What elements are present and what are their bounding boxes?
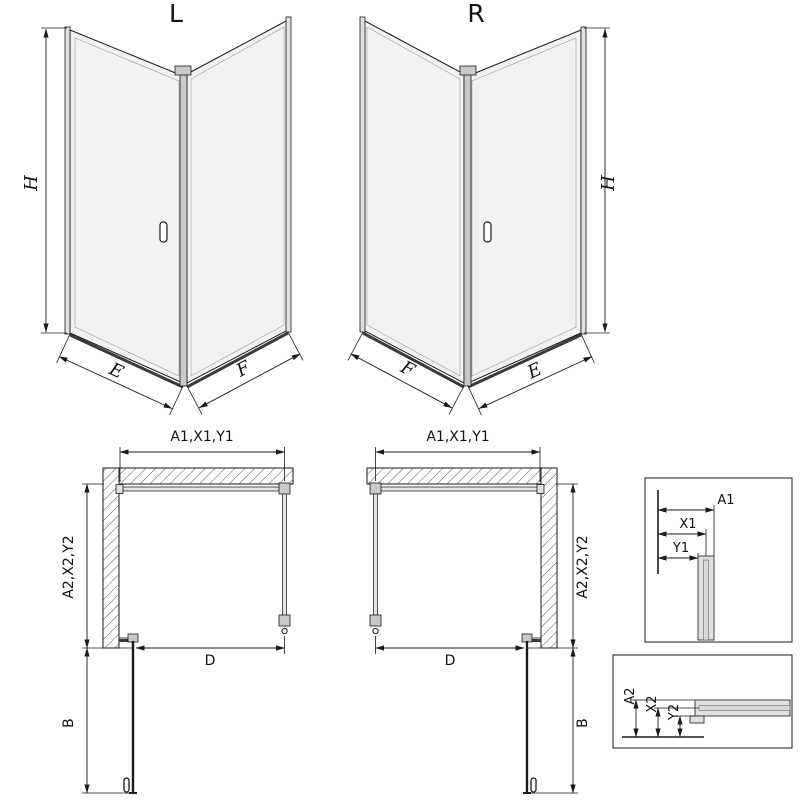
glass-section: [703, 559, 709, 641]
dim-label-d: D: [205, 653, 216, 669]
corner-top-connector: [459, 65, 477, 76]
fixed-panel-plan: [118, 486, 283, 492]
detail-depth-box: A2 X2 Y2: [612, 654, 793, 749]
iso-view-left: L H E: [21, 0, 304, 416]
iso-view-right: R H F E: [347, 0, 619, 416]
door-pivot: [372, 627, 379, 635]
door-hinge: [521, 633, 533, 643]
panel-end-profile: [369, 614, 382, 627]
dim-label-a1: A1: [717, 493, 734, 508]
dim-label-width: A1,X1,Y1: [170, 429, 233, 445]
dimension-y1: Y1: [657, 541, 699, 561]
dimension-depth-side: A2,X2,Y2: [527, 483, 591, 649]
corner-post-plan: [369, 482, 382, 495]
side-glass-panel: [362, 19, 465, 384]
detail-width-box: A1 X1 Y1: [644, 477, 793, 643]
dim-label-y1: Y1: [672, 541, 689, 556]
dimension-opening: D: [375, 636, 525, 669]
side-panel-plan: [373, 493, 378, 617]
dim-label-y2: Y2: [667, 704, 682, 721]
profile-bracket: [689, 715, 705, 724]
variant-title-left: L: [169, 0, 183, 28]
corner-post-plan: [278, 482, 291, 495]
dim-label-b: B: [575, 718, 591, 728]
detail-frame: [644, 477, 793, 643]
dim-label-x1: X1: [679, 517, 696, 532]
dimension-width-top: A1,X1,Y1: [375, 429, 541, 482]
dim-label-depth: A2,X2,Y2: [575, 535, 591, 598]
door-handle: [483, 221, 492, 243]
side-glass-frame: [190, 26, 285, 377]
door-glass-panel: [69, 29, 184, 384]
detail-frame: [612, 654, 793, 749]
door-glass-frame: [74, 37, 180, 377]
dimension-opening: D: [135, 636, 285, 669]
dim-label-a2: A2: [623, 687, 638, 704]
back-wall: [366, 467, 558, 485]
dimension-x1: X1: [657, 517, 707, 556]
dimension-height: H: [584, 27, 619, 334]
wall-profile-right: [580, 26, 587, 335]
dim-label-height: H: [598, 175, 619, 192]
corner-post: [179, 69, 188, 387]
door-glass-frame: [471, 37, 577, 377]
plan-view-left: A1,X1,Y1 A2,X2,Y2 D B: [61, 429, 294, 794]
open-door-plan: [521, 633, 541, 794]
panel-end-profile: [278, 614, 291, 627]
back-wall: [102, 467, 294, 485]
fixed-panel-plan: [377, 486, 542, 492]
dimension-y2: Y2: [667, 704, 695, 738]
plan-view-right: A1,X1,Y1 A2,X2,Y2 D B: [366, 429, 591, 794]
dimension-width-top: A1,X1,Y1: [119, 429, 285, 482]
dimension-door-projection: B: [531, 647, 591, 794]
dimension-depth-side: A2,X2,Y2: [61, 483, 133, 649]
corner-post: [463, 69, 472, 387]
side-glass-frame: [366, 26, 461, 377]
dim-label-x2: X2: [645, 695, 660, 712]
dim-label-depth: A2,X2,Y2: [61, 535, 77, 598]
dim-label-width: A1,X1,Y1: [426, 429, 489, 445]
wall-profile-plan: [115, 484, 124, 494]
door-handle-plan: [530, 777, 537, 793]
glass-section: [698, 705, 791, 711]
side-wall: [102, 467, 120, 649]
dim-label-d: D: [445, 653, 456, 669]
door-handle-plan: [123, 777, 130, 793]
dimension-door-projection: B: [61, 647, 129, 794]
dim-label-b: B: [61, 718, 77, 728]
open-door-plan: [119, 633, 139, 794]
door-glass-panel: [467, 29, 582, 384]
wall-profile-right: [285, 16, 292, 333]
dimension-height: H: [21, 27, 67, 334]
side-wall: [540, 467, 558, 649]
dim-label-height: H: [21, 175, 42, 192]
side-glass-panel: [186, 19, 289, 384]
corner-top-connector: [174, 65, 192, 76]
wall-profile-left: [64, 26, 71, 335]
door-pivot: [281, 627, 288, 635]
wall-profile-plan: [536, 484, 545, 494]
door-handle: [159, 221, 168, 243]
dimension-x2: X2: [645, 695, 699, 738]
variant-title-right: R: [467, 0, 484, 28]
side-panel-plan: [282, 493, 287, 617]
dimension-a1: A1: [657, 493, 735, 556]
wall-profile-left: [359, 16, 366, 333]
dimension-a2: A2: [623, 687, 695, 738]
door-hinge: [127, 633, 139, 643]
